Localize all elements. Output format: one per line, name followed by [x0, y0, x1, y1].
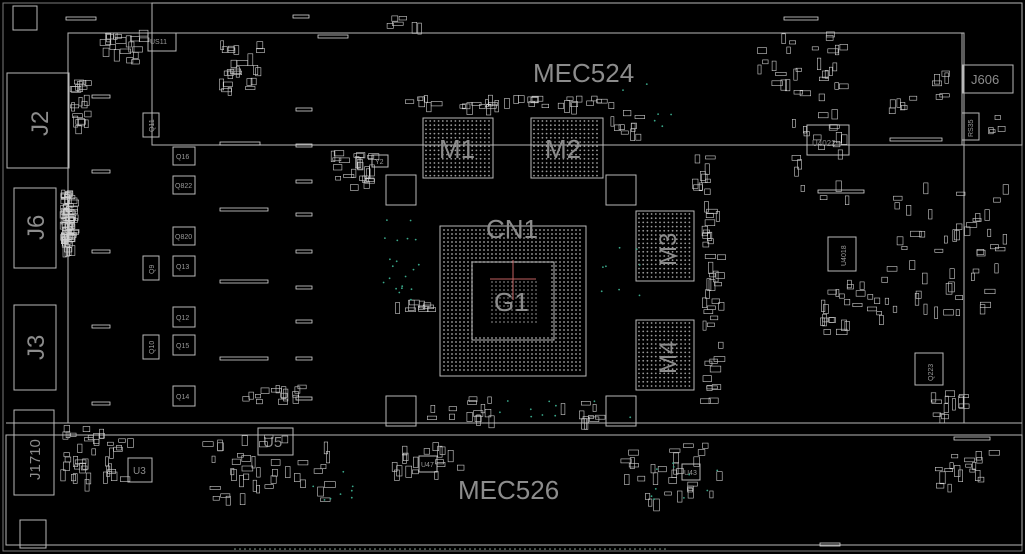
- chip-q223-label: Q223: [928, 364, 935, 381]
- u47-label: U47: [421, 462, 434, 469]
- connector-j606: [962, 64, 1014, 94]
- u43-label: U43: [684, 470, 697, 477]
- connector-j2: [6, 72, 70, 169]
- q10-label: Q10: [149, 341, 156, 354]
- chip-rs35: [961, 112, 980, 141]
- q12-label: Q12: [176, 315, 189, 322]
- connector-j1710: [13, 409, 55, 496]
- chip-u3-label: U3: [133, 466, 146, 477]
- q16-label: Q16: [176, 154, 189, 161]
- mec524-label: MEC524: [533, 58, 634, 88]
- connector-j606-label: J606: [971, 72, 999, 87]
- memory-m3-label: M3: [655, 233, 682, 266]
- memory-m2-label: M2: [545, 134, 581, 164]
- connector-j6-label: J6: [23, 215, 50, 240]
- q822-label: Q822: [175, 183, 192, 190]
- memory-m4: M4: [635, 319, 695, 391]
- memory-m1-label: M1: [439, 134, 475, 164]
- chip-u5: [257, 427, 294, 456]
- memory-m4-label: M4: [655, 341, 682, 374]
- q9-label: Q9: [149, 265, 156, 274]
- chip-q223: [914, 352, 944, 386]
- mec526-outline: [5, 434, 1023, 546]
- connector-j1710-label: J1710: [27, 439, 44, 480]
- connector-j3: [13, 304, 57, 391]
- chip-u5-label: U5: [263, 434, 282, 451]
- chip-u4018-label: U4018: [841, 245, 848, 266]
- connector-j2-label: J2: [27, 111, 54, 136]
- q13-label: Q13: [176, 264, 189, 271]
- bga-cn1: CN1 G1: [439, 214, 587, 377]
- q14-label: Q14: [176, 394, 189, 401]
- q15-label: Q15: [176, 343, 189, 350]
- q820-label: Q820: [175, 234, 192, 241]
- memory-m2: M2: [530, 117, 604, 179]
- chip-us11-label: US11: [150, 39, 167, 46]
- chip-rs35-label: RS35: [968, 119, 975, 137]
- chip-u4022: [806, 124, 850, 156]
- connector-j3-label: J3: [23, 335, 50, 360]
- chip-u4022-label: U4022: [812, 139, 836, 148]
- chip-u4018: [827, 236, 857, 272]
- bga-g1-label: G1: [494, 287, 529, 317]
- bga-cn1-label: CN1: [486, 214, 538, 244]
- memory-m3: M3: [635, 210, 695, 282]
- memory-m1: M1: [422, 117, 494, 179]
- chip-u3: [127, 457, 153, 483]
- q11-label: Q11: [149, 119, 156, 132]
- mec526-label: MEC526: [458, 475, 559, 505]
- crystal-y2: [371, 154, 389, 168]
- mec524-top-band: [151, 2, 1023, 146]
- crystal-y2-label: Y2: [375, 159, 384, 166]
- connector-j6: [13, 187, 57, 269]
